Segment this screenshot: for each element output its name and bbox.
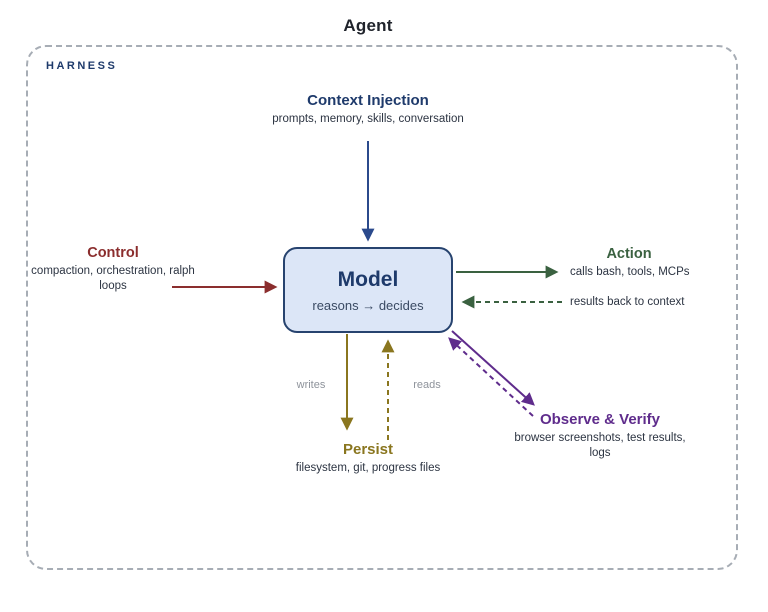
model-subtitle: reasons → decides	[312, 297, 424, 313]
action-title: Action	[606, 246, 652, 262]
control-subtitle: compaction, orchestration, ralph loops	[31, 265, 195, 292]
harness-label: HARNESS	[46, 60, 118, 72]
context-injection-subtitle: prompts, memory, skills, conversation	[272, 113, 464, 125]
observe-to-model-arrow	[448, 337, 534, 417]
page-title: Agent	[343, 16, 393, 35]
control-title: Control	[87, 245, 139, 261]
action-back-label: results back to context	[570, 296, 685, 308]
observe-verify-subtitle: browser screenshots, test results, logs	[514, 432, 686, 459]
persist-subtitle: filesystem, git, progress files	[295, 462, 441, 474]
context-injection-title: Context Injection	[307, 92, 429, 109]
model-node: Model reasons → decides	[283, 247, 453, 333]
persist-title: Persist	[342, 441, 394, 458]
model-title: Model	[337, 267, 399, 291]
action-out-label: calls bash, tools, MCPs	[570, 266, 690, 278]
control-node: Control compaction, orchestration, ralph…	[28, 245, 198, 294]
harness-box: HARNESS	[26, 45, 738, 570]
persist-node: Persist filesystem, git, progress files	[296, 441, 440, 476]
model-to-observe-arrow	[451, 330, 535, 406]
context-injection-node: Context Injection prompts, memory, skill…	[272, 92, 464, 127]
reads-label: reads	[413, 379, 441, 391]
observe-verify-node: Observe & Verify browser screenshots, te…	[510, 411, 690, 461]
observe-verify-title: Observe & Verify	[539, 411, 661, 428]
writes-label: writes	[296, 379, 326, 391]
